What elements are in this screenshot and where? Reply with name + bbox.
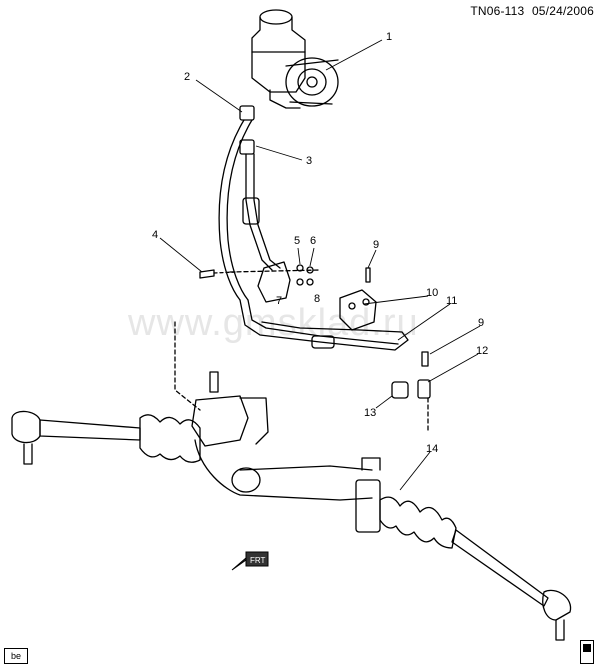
left-boot	[139, 414, 201, 463]
callouts: 1 2 3 4 5 6 7 8 9 10 11 9 12 13 14	[152, 31, 488, 455]
front-arrow-label: FRT	[250, 556, 266, 565]
diagram-date: 05/24/2006	[531, 4, 594, 18]
callout-13: 13	[364, 407, 376, 419]
corner-label: be	[4, 648, 28, 664]
clamp-block	[339, 289, 377, 331]
leader-lines	[159, 39, 481, 491]
callout-7: 7	[276, 295, 282, 307]
diagram-code: TN06-113	[470, 4, 525, 18]
left-tie-rod-end	[11, 410, 41, 444]
steering-gear-valve	[191, 371, 269, 447]
steering-rack	[194, 439, 381, 533]
front-arrow-icon: FRT	[231, 551, 269, 571]
bolt-4	[199, 269, 215, 279]
hose-bracket	[257, 261, 291, 303]
callout-9-upper: 9	[373, 239, 379, 251]
right-tie-rod-end	[542, 589, 572, 621]
callout-10: 10	[426, 287, 438, 299]
callout-6: 6	[310, 235, 316, 247]
callout-5: 5	[294, 235, 300, 247]
pressure-hose	[245, 153, 273, 271]
corner-badge-icon	[580, 640, 594, 664]
power-steering-pump	[251, 9, 339, 109]
callout-3: 3	[306, 155, 312, 167]
right-tie-rod	[451, 529, 549, 607]
callout-12: 12	[476, 345, 488, 357]
right-boot	[379, 496, 457, 549]
callout-8: 8	[314, 293, 320, 305]
clamp-12	[417, 379, 431, 399]
callout-9-lower: 9	[478, 317, 484, 329]
fitting-2	[239, 105, 255, 121]
callout-14: 14	[426, 443, 438, 455]
fitting-3	[239, 139, 255, 155]
bushing-13	[391, 381, 409, 399]
diagram-header: TN06-113 05/24/2006	[466, 4, 594, 18]
left-tie-rod	[39, 419, 141, 441]
cooler-line	[239, 299, 409, 351]
bolt-9-upper	[365, 267, 371, 283]
return-hose	[218, 119, 245, 301]
bolt-9-lower	[421, 351, 429, 367]
callout-1: 1	[386, 31, 392, 43]
callout-11: 11	[446, 295, 457, 307]
callout-2: 2	[184, 71, 190, 83]
callout-4: 4	[152, 229, 158, 241]
